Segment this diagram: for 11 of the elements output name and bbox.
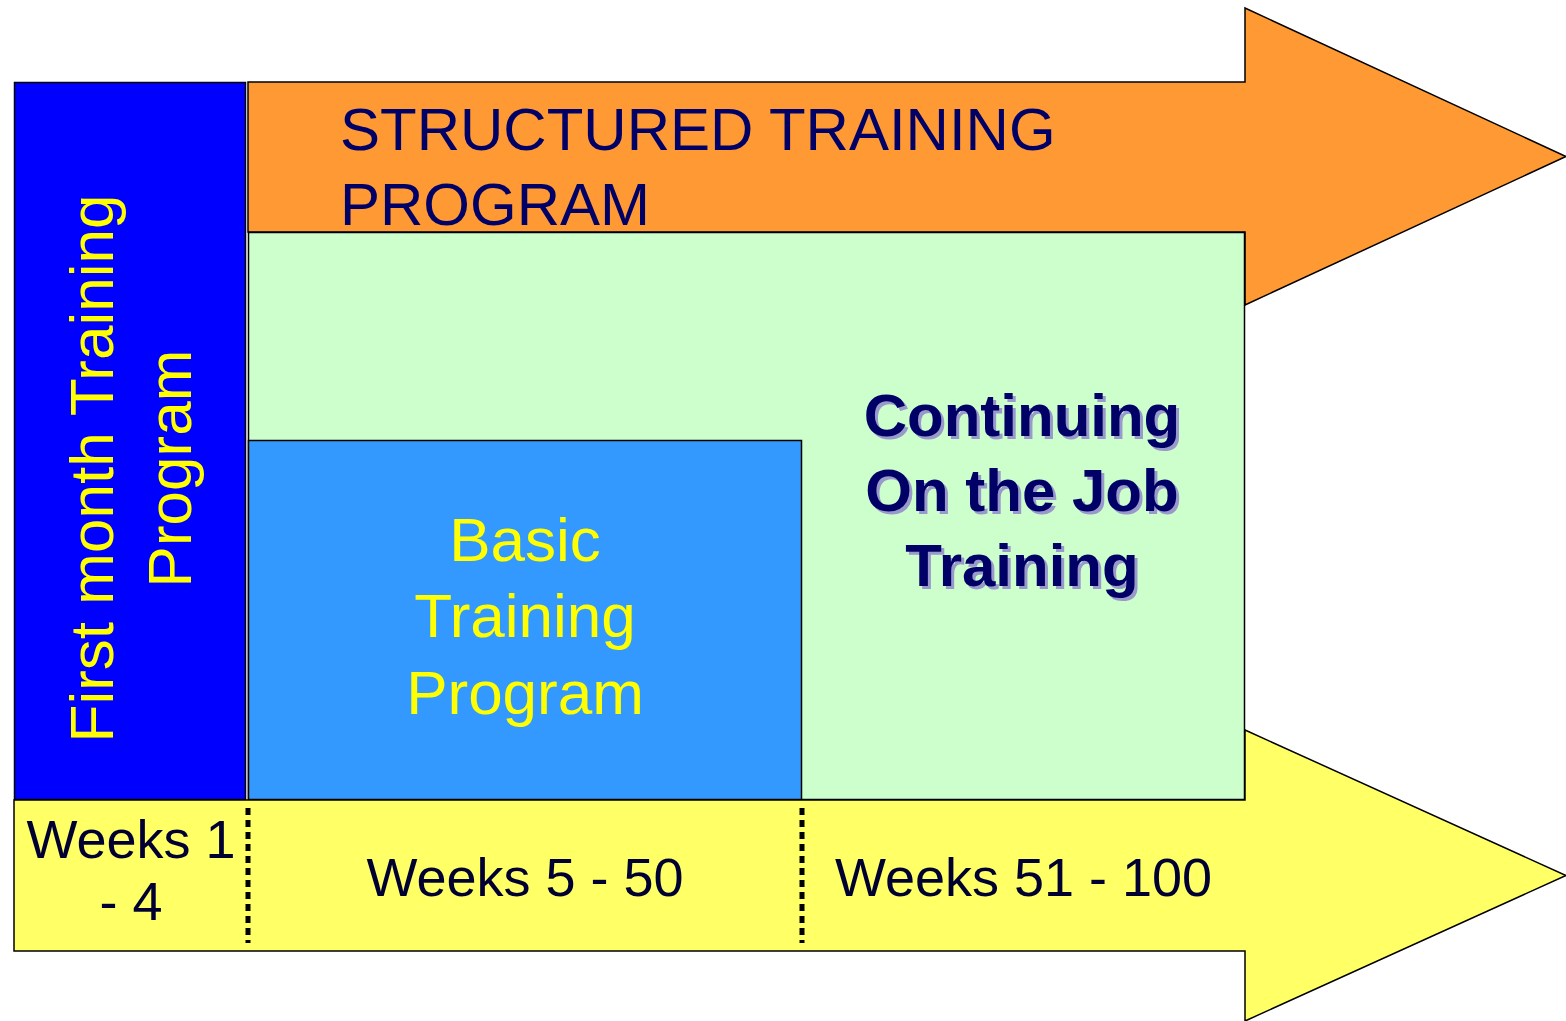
node-label: STRUCTURED TRAINING PROGRAM xyxy=(340,95,1057,240)
vertical-panel xyxy=(14,82,246,800)
node-label: Continuing On the Job Training xyxy=(862,381,1182,601)
node-label: First month Training Program xyxy=(55,193,205,745)
arrow-banner xyxy=(248,8,1566,305)
training-panel xyxy=(248,232,1245,800)
week-range-label: Weeks 5 - 50 xyxy=(365,846,685,909)
node-label: Basic Training Program xyxy=(405,504,645,729)
week-range-label: Weeks 51 - 100 xyxy=(833,846,1214,909)
week-range-label: Weeks 1 - 4 xyxy=(25,808,237,933)
training-box xyxy=(248,440,802,800)
